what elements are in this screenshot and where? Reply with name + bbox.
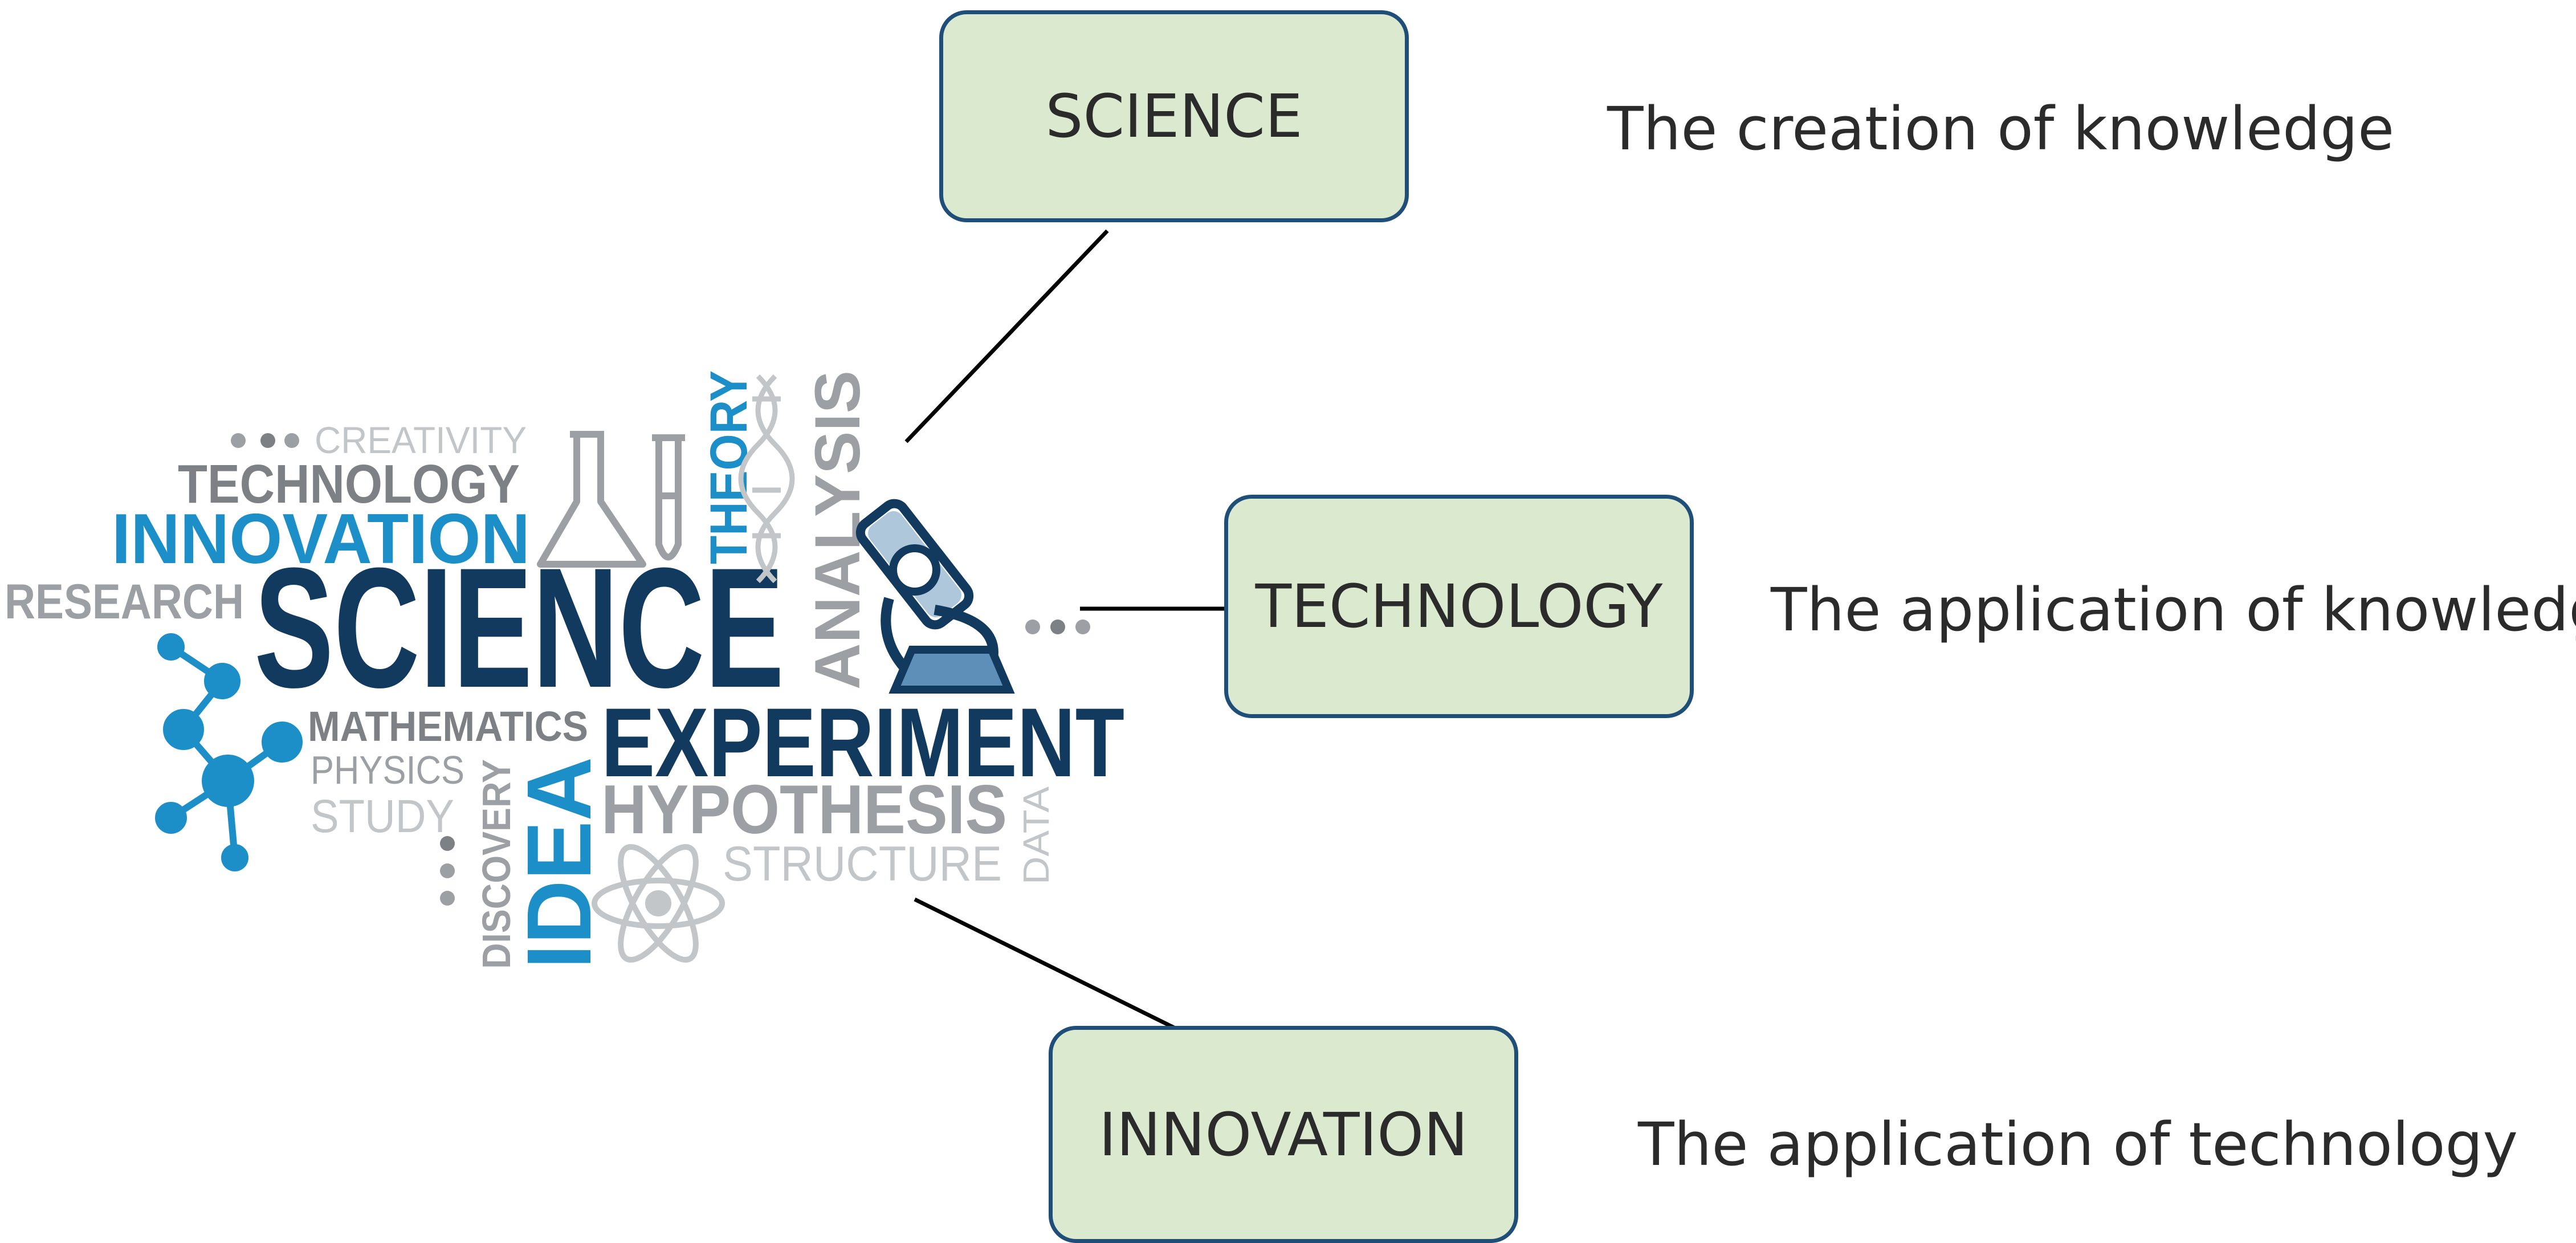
- word-innovation: INNOVATION: [112, 500, 530, 578]
- atom-icon: [592, 843, 725, 963]
- dots-icon: [1025, 620, 1090, 634]
- molecule-icon: [155, 633, 303, 871]
- innovation-box: INNOVATION: [1049, 1026, 1518, 1243]
- science-description: The creation of knowledge: [1607, 94, 2395, 164]
- dots-icon: [231, 433, 299, 448]
- word-research: RESEARCH: [5, 574, 244, 629]
- science-label: SCIENCE: [1045, 81, 1303, 151]
- innovation-description: The application of technology: [1638, 1110, 2518, 1179]
- innovation-label: INNOVATION: [1099, 1099, 1468, 1169]
- word-creativity: CREATIVITY: [315, 419, 527, 461]
- word-science: SCIENCE: [254, 532, 784, 723]
- word-structure: STRUCTURE: [723, 837, 1002, 891]
- word-mathematics: MATHEMATICS: [308, 703, 588, 750]
- word-discovery: DISCOVERY: [474, 759, 519, 969]
- word-hypothesis: HYPOTHESIS: [601, 771, 1007, 848]
- technology-box: TECHNOLOGY: [1224, 495, 1694, 718]
- technology-description: The application of knowledge: [1771, 575, 2576, 645]
- dots-icon: [440, 836, 455, 906]
- word-study: STUDY: [311, 790, 454, 842]
- flask-icon: [537, 431, 646, 568]
- word-idea: IDEA: [508, 757, 610, 969]
- dna-icon: [738, 374, 795, 584]
- word-technology: TECHNOLOGY: [178, 454, 520, 515]
- word-theory: THEORY: [700, 370, 758, 564]
- technology-label: TECHNOLOGY: [1255, 572, 1663, 641]
- science-box: SCIENCE: [939, 10, 1409, 222]
- word-experiment: EXPERIMENT: [601, 688, 1124, 797]
- word-physics: PHYSICS: [311, 748, 464, 792]
- test-tube-icon: [652, 434, 685, 561]
- microscope-icon: [855, 499, 1015, 694]
- word-data: DATA: [1016, 786, 1057, 885]
